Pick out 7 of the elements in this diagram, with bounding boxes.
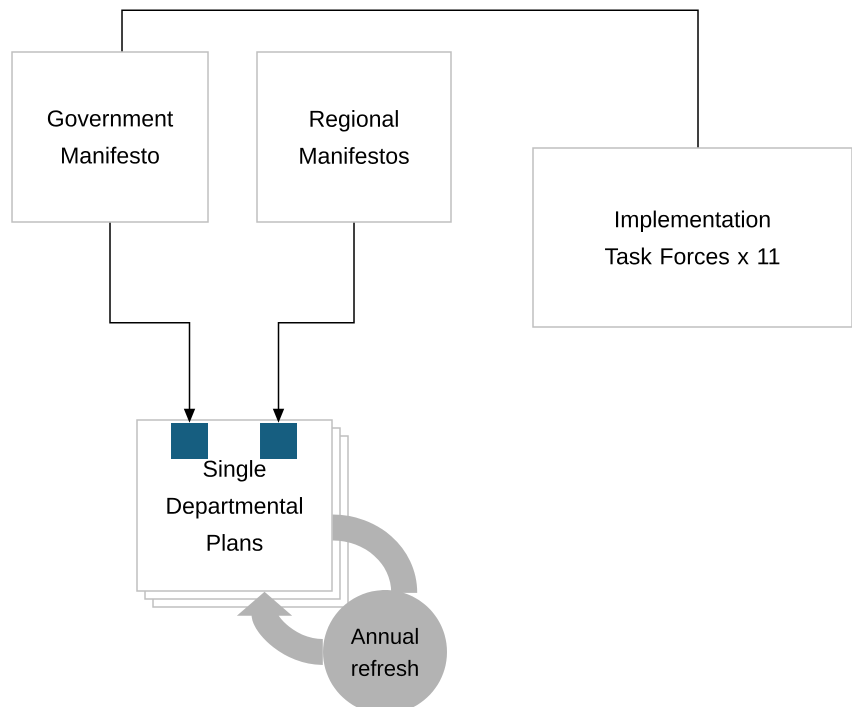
process-box: Government Manifesto [11, 51, 209, 223]
marker-square [260, 423, 297, 459]
document-stack: Single Departmental Plans [136, 419, 349, 608]
process-box: Regional Manifestos [256, 51, 452, 223]
process-box: Implementation Task Forces x 11 [532, 147, 852, 328]
marker-square [171, 423, 208, 459]
connector-line [121, 10, 699, 148]
